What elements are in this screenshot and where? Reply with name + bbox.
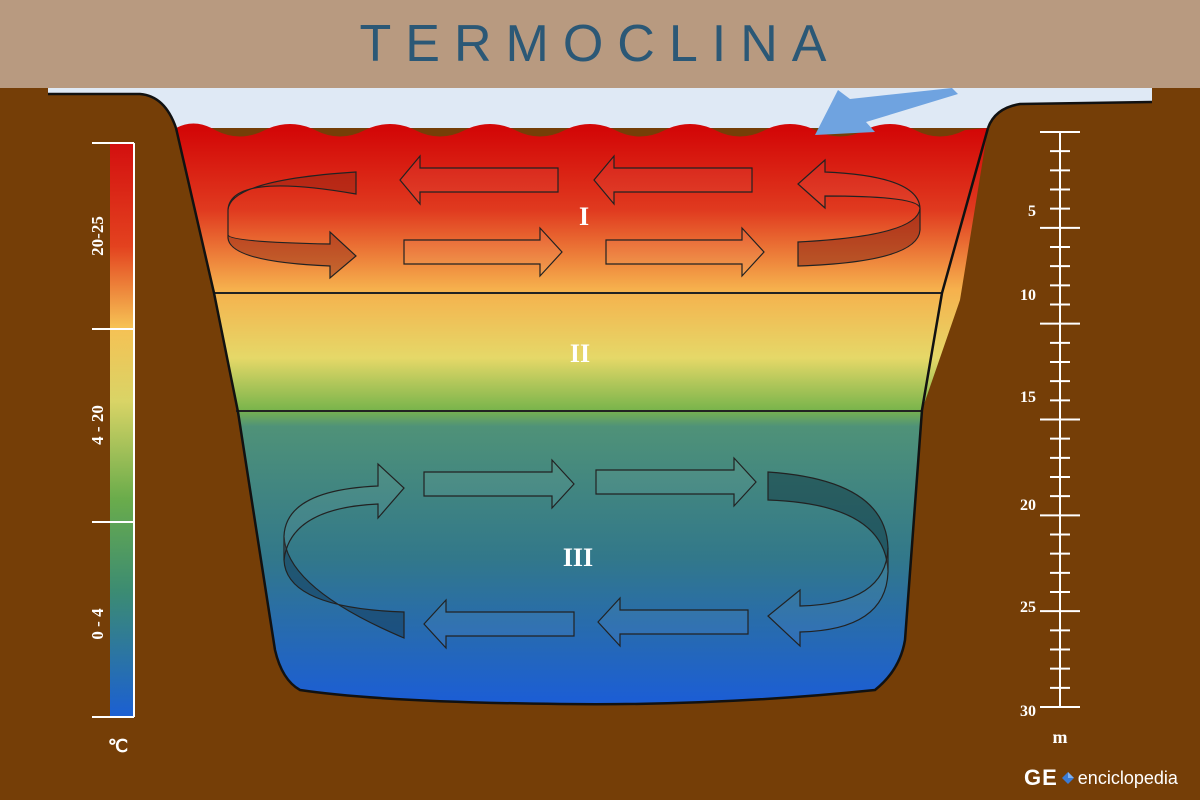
- logo-swirl-icon: [1061, 772, 1074, 784]
- depth-label-5: 5: [1028, 203, 1036, 220]
- temperature-range-mid: 4 - 20: [88, 405, 107, 445]
- layer-i-circulation: [227, 154, 921, 280]
- depth-label-30: 30: [1020, 703, 1036, 720]
- left-arrow-icon: [399, 154, 559, 206]
- lake-water: [176, 123, 988, 705]
- depth-label-10: 10: [1020, 287, 1036, 304]
- left-arrow-icon: [423, 598, 575, 650]
- right-bank-outline: [986, 100, 1153, 129]
- curved-arrow-left-icon: [227, 171, 357, 280]
- left-arrow-icon: [597, 596, 749, 648]
- logo-brand: GE: [1024, 765, 1058, 790]
- temperature-unit: ℃: [108, 736, 128, 756]
- depth-unit: m: [1053, 727, 1068, 747]
- logo: GE enciclopedia: [1024, 764, 1178, 792]
- depth-label-25: 25: [1020, 599, 1036, 616]
- layer-iii-circulation: [283, 456, 889, 650]
- left-bank-outline: [48, 92, 178, 129]
- sky: [48, 88, 1152, 128]
- right-arrow-icon: [403, 226, 563, 278]
- left-arrow-icon: [593, 154, 753, 206]
- layer-ii-label: II: [570, 339, 590, 368]
- temperature-color-bar: [110, 143, 134, 717]
- logo-text: enciclopedia: [1077, 767, 1178, 788]
- right-arrow-icon: [605, 226, 765, 278]
- basin-outline: [174, 127, 990, 706]
- depth-scale: [1040, 131, 1080, 708]
- layer-i-label: I: [579, 202, 589, 231]
- depth-label-15: 15: [1020, 389, 1036, 406]
- title-bar: TERMOCLINA: [0, 0, 1200, 88]
- curved-arrow-icon: [283, 535, 405, 639]
- layer-iii-label: III: [563, 543, 593, 572]
- right-arrow-icon: [595, 456, 757, 508]
- depth-label-20: 20: [1020, 497, 1036, 514]
- temperature-range-high: 20-25: [88, 216, 107, 256]
- temperature-scale: 20-25 4 - 20 0 - 4 ℃: [88, 142, 135, 756]
- right-arrow-icon: [423, 458, 575, 510]
- curved-arrow-right-icon: [797, 207, 921, 267]
- page-title: TERMOCLINA: [359, 15, 841, 73]
- temperature-range-low: 0 - 4: [88, 608, 107, 640]
- sunlight-arrow-icon: [815, 88, 958, 135]
